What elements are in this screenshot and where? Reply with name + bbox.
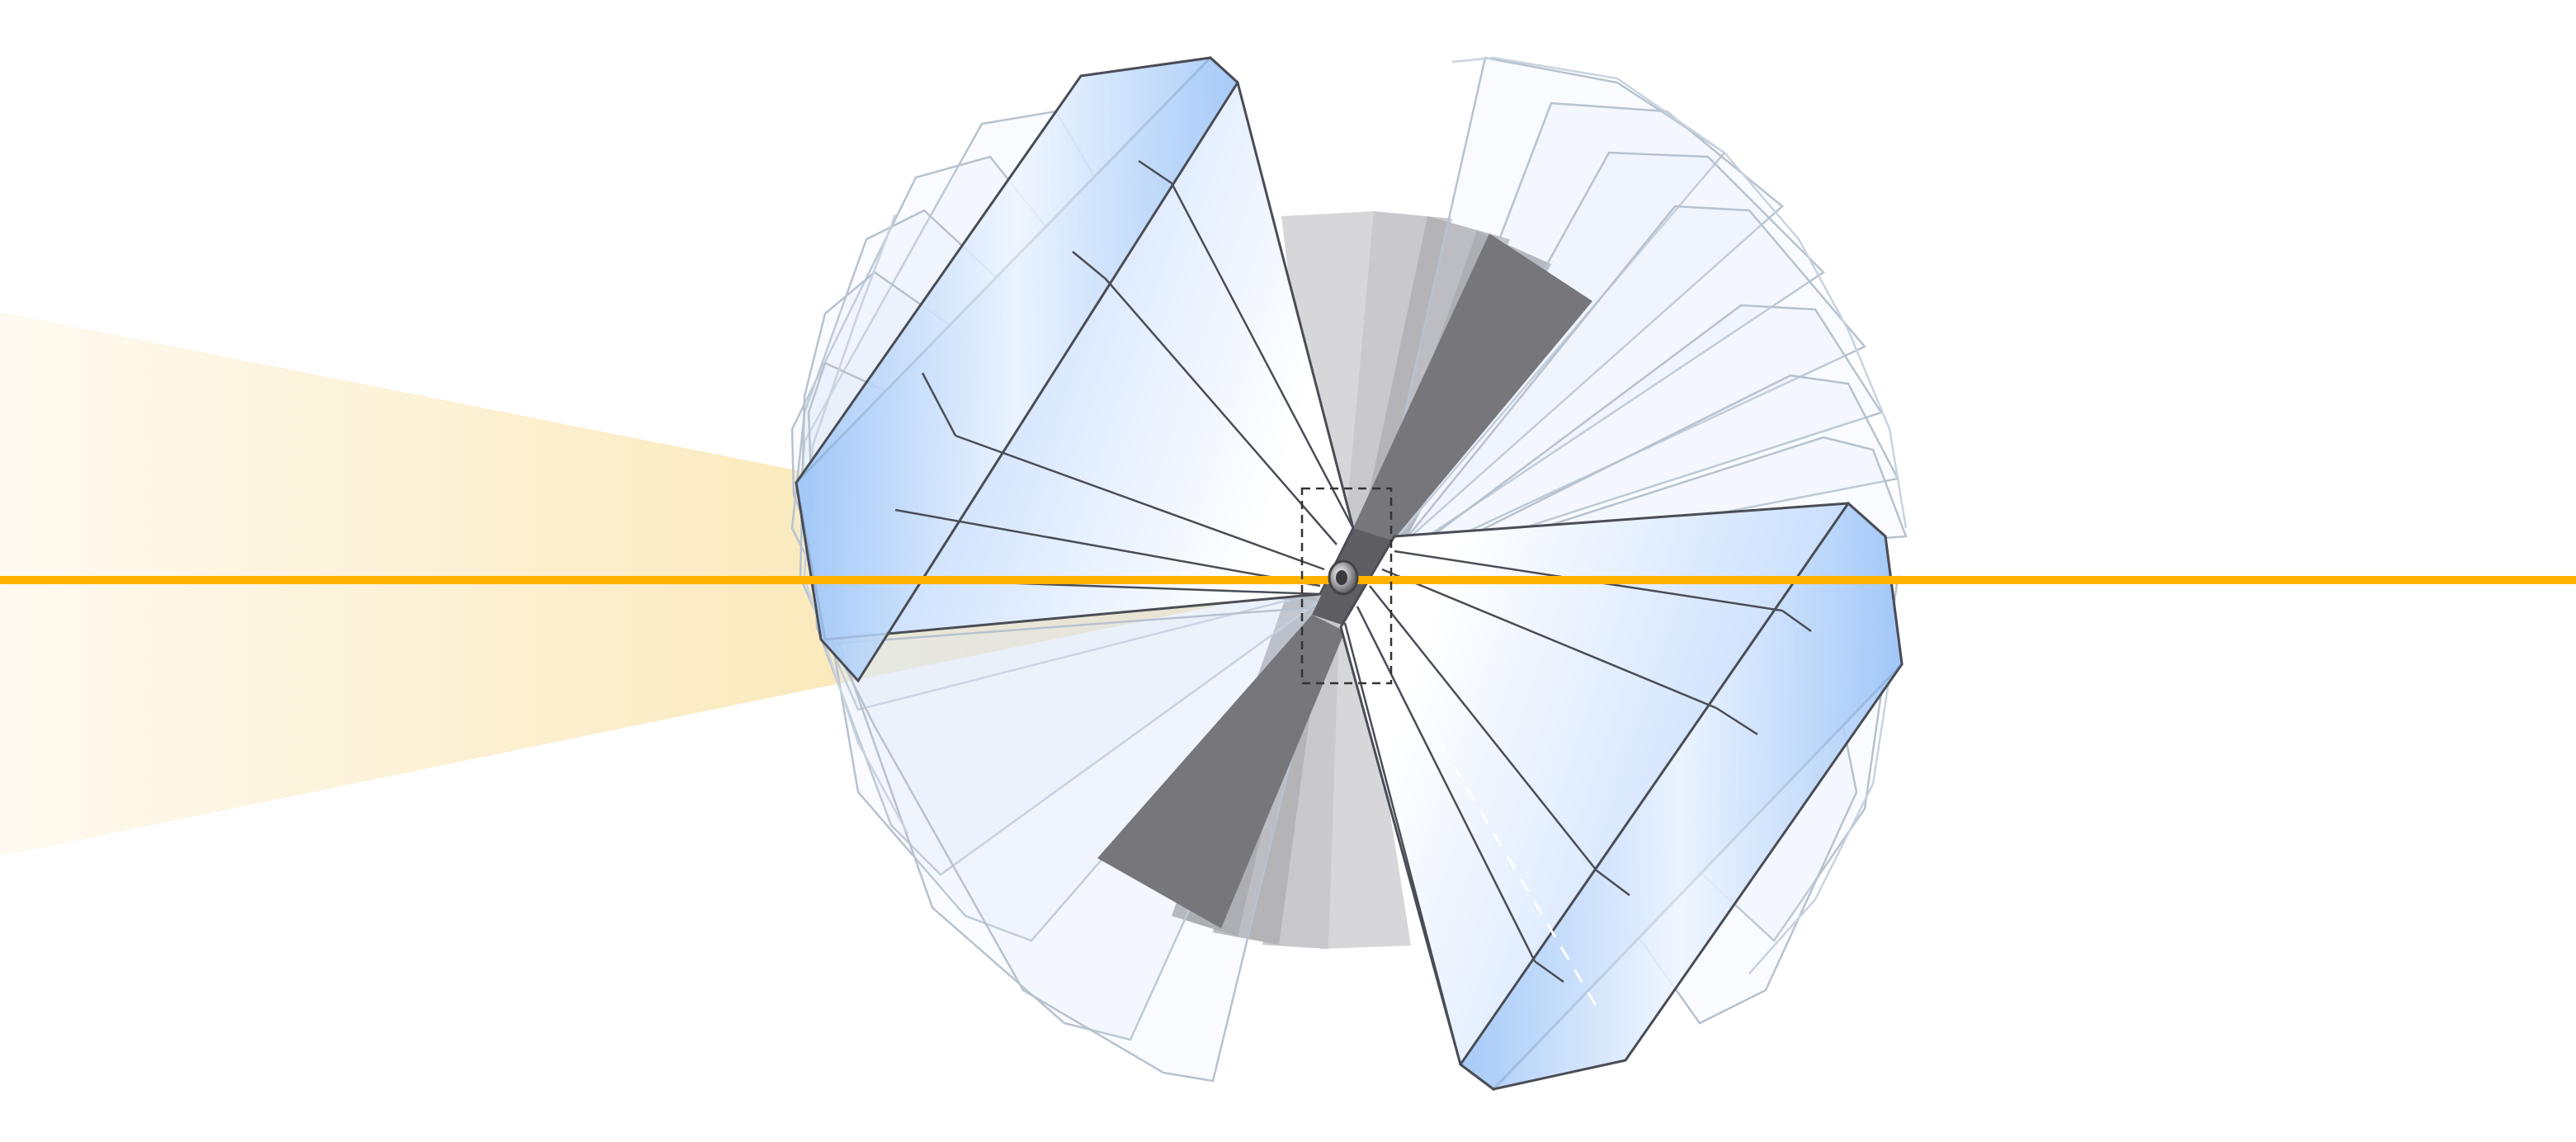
detail-box (1300, 487, 1393, 685)
rib (1381, 568, 1717, 710)
rib (1072, 251, 1106, 280)
rib (1138, 159, 1172, 185)
hub-bar-upper (1353, 234, 1592, 540)
ghost-panel (1377, 205, 1867, 575)
rib (1781, 609, 1812, 633)
rib (1170, 182, 1355, 529)
rib (1534, 960, 1564, 984)
rib (1596, 870, 1630, 896)
ghost-panel (1381, 304, 1883, 575)
rib (1369, 585, 1597, 871)
hub-joint-icon (1328, 559, 1359, 596)
panel-rim (795, 56, 1239, 683)
hub-joint-core (1336, 570, 1347, 585)
rib (1356, 606, 1536, 962)
rib (955, 434, 1325, 571)
rib (921, 372, 957, 437)
ghost-rim (1451, 56, 1908, 529)
main-panel-right (1339, 501, 1904, 1091)
hub-bar-lower (1097, 615, 1345, 928)
rib (1105, 278, 1338, 545)
rib (1343, 622, 1462, 1065)
hub-bar-ghost (1320, 578, 1411, 949)
rib (894, 508, 1321, 588)
rib (1715, 706, 1758, 736)
main-panel-left (795, 55, 1355, 683)
panel-ribs (857, 159, 1355, 596)
ghost-rim (1748, 676, 1891, 974)
